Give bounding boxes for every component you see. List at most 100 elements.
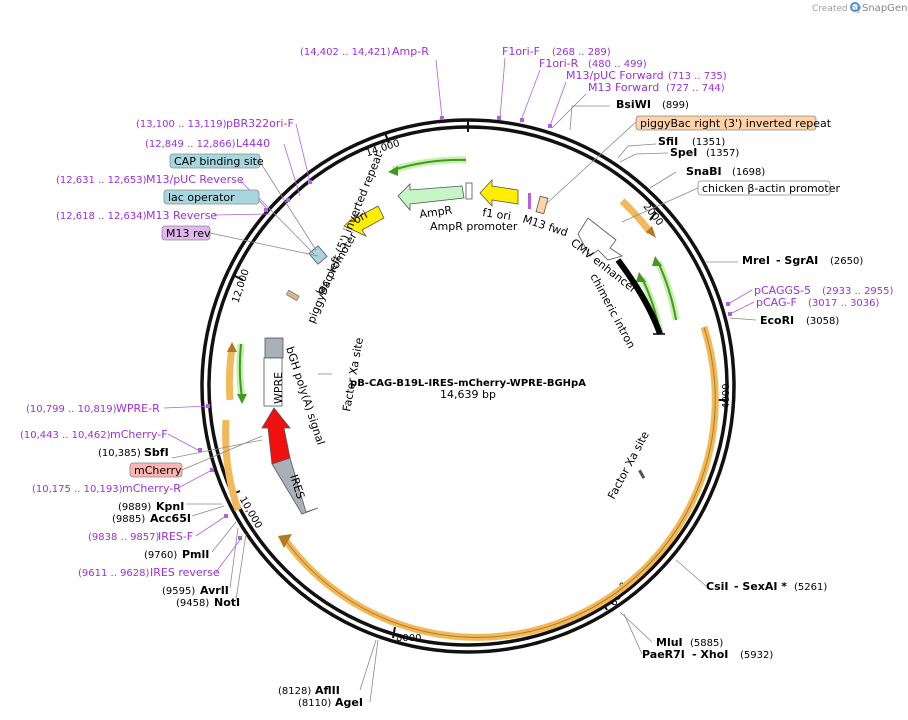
ampr-arrow	[397, 183, 465, 212]
leader-ires-rev	[215, 539, 241, 573]
piggybac-right-label: piggyBac right (3') inverted repeat	[640, 117, 832, 130]
green-arc-c-arrowhead	[237, 394, 247, 404]
mcherry-label-box	[129, 462, 183, 478]
primer-marks	[198, 116, 732, 540]
green-arc-14000-arrowhead	[388, 166, 398, 176]
site-name-mrei: MreI	[742, 254, 770, 267]
credit-prefix: Created by	[812, 4, 862, 14]
primer-pos-f1ori-r: (480 .. 499)	[588, 59, 647, 70]
leader-ecori	[729, 317, 757, 321]
primer-pos-pcaggs: (2933 .. 2955)	[822, 286, 894, 297]
primer-pos-ires-rev: (9611 .. 9628)	[78, 568, 150, 579]
orf-11000	[225, 347, 236, 401]
chicken-actin-label-box	[697, 180, 831, 196]
cap-binding-label-box	[169, 153, 261, 169]
leader-mcherry-f	[167, 433, 199, 451]
leader-sfii	[617, 143, 657, 159]
primer-name-m13puc-r: M13/pUC Reverse	[146, 173, 244, 186]
leader-f1ori-f	[499, 57, 506, 119]
leader-piggybac-right	[545, 121, 637, 205]
site-name-mlui: MluI	[656, 636, 683, 649]
site-pos-sfii: (1351)	[692, 137, 725, 148]
primer-name-ires-rev: IRES reverse	[150, 566, 220, 579]
snapgene-logo-icon	[850, 2, 860, 12]
primer-name-l4440: L4440	[236, 137, 270, 150]
site-pos-paer7i: (5932)	[740, 650, 773, 661]
leader-sbfi	[171, 439, 263, 459]
leader-mcherry-box	[181, 435, 263, 471]
chimeric-intron-bar	[615, 258, 663, 335]
primer-name-pcag: pCAG-F	[756, 296, 797, 309]
tick-14000	[384, 132, 390, 144]
site-name-agei: AgeI	[335, 696, 363, 709]
leader-chicken-actin	[621, 187, 699, 223]
leader-pbr322	[295, 123, 311, 183]
piggybac-right-label-box	[635, 115, 817, 131]
leader-mcherry-r	[177, 469, 213, 489]
leader-xhoi	[623, 613, 643, 655]
mark-ires-f	[224, 514, 228, 518]
leader-cap	[259, 161, 317, 251]
feature-wpre: WPRE	[272, 372, 285, 404]
mcherry-label: mCherry	[134, 464, 182, 477]
tick-2000	[649, 211, 657, 221]
mark-mcherry-f	[198, 448, 202, 452]
primer-pos-f1ori-f: (268 .. 289)	[552, 47, 611, 58]
mark-pcag	[728, 312, 732, 316]
mark-amp-r	[440, 116, 444, 120]
primer-pos-wpre-r: (10,799 .. 10,819)	[26, 404, 117, 415]
primer-name-m13puc-f: M13/pUC Forward	[566, 69, 664, 82]
primer-name-m13-f: M13 Forward	[588, 81, 659, 94]
mark-pcaggs	[726, 302, 730, 306]
leader-l4440	[283, 143, 301, 197]
leader-bsiwi	[569, 105, 610, 131]
m13-rev-label: M13 rev	[166, 227, 211, 240]
site-pos-csii: (5261)	[794, 582, 827, 593]
orf-large-arrowhead	[278, 534, 292, 548]
feature-f1-ori: f1 ori	[482, 206, 512, 223]
leader-noti	[235, 533, 247, 601]
primer-name-f1ori-f: F1ori-F	[502, 45, 540, 58]
site-pos-mlui: (5885)	[690, 638, 723, 649]
plasmid-length: 14,639 bp	[440, 388, 496, 401]
green-arc-b-arrowhead	[636, 272, 646, 282]
mark-m13puc-f	[548, 124, 552, 128]
site-name-bsiwi: BsiWI	[616, 98, 651, 111]
site-name-csii: CsiI	[706, 580, 728, 593]
ori-arrow	[343, 205, 385, 237]
site-pos-noti: (9458)	[176, 598, 209, 609]
leader-pcaggs	[727, 289, 753, 305]
primer-pos-amp-r: (14,402 .. 14,421)	[300, 47, 391, 58]
primer-pos-m13puc-r: (12,631 .. 12,653)	[56, 175, 147, 186]
leader-ires-f	[195, 515, 227, 537]
primer-pos-m13-f: (727 .. 744)	[666, 83, 725, 94]
leader-pcag	[729, 301, 755, 315]
primer-name-mcherry-f: mCherry-F	[110, 428, 168, 441]
primer-pos-m13-r: (12,618 .. 12,634)	[56, 211, 147, 222]
f1-ori-arrow	[479, 178, 519, 208]
primer-pos-l4440: (12,849 .. 12,866)	[145, 139, 236, 150]
primer-pos-pcag: (3017 .. 3036)	[808, 298, 880, 309]
leader-avrii	[229, 527, 239, 589]
mark-ires-rev	[238, 536, 242, 540]
primer-name-pbr322: pBR322ori-F	[226, 117, 294, 130]
site-pos-ecori: (3058)	[806, 316, 839, 327]
mark-wpre-r	[206, 404, 210, 408]
green-arcs	[236, 156, 680, 404]
leader-pmli	[211, 521, 237, 553]
ires-box	[271, 457, 319, 515]
mark-f1ori-r	[520, 118, 524, 122]
wpre-box	[263, 357, 283, 407]
tick-12000	[232, 274, 244, 281]
site-pos-avrii: (9595)	[162, 586, 195, 597]
site-name-aflii: AflII	[315, 684, 340, 697]
primer-name-wpre-r: WPRE-R	[116, 402, 160, 415]
primer-name-m13-r: M13 Reverse	[146, 209, 217, 222]
site-pos-agei: (8110)	[298, 698, 331, 709]
leader-m13-r	[213, 213, 271, 216]
leader-amp-r	[435, 59, 443, 119]
site-pos-acc65i: (9885)	[112, 514, 145, 525]
primer-name-mcherry-r: mCherry-R	[122, 482, 181, 495]
plasmid-name: pB-CAG-B19L-IRES-mCherry-WPRE-BGHpA	[350, 378, 586, 389]
